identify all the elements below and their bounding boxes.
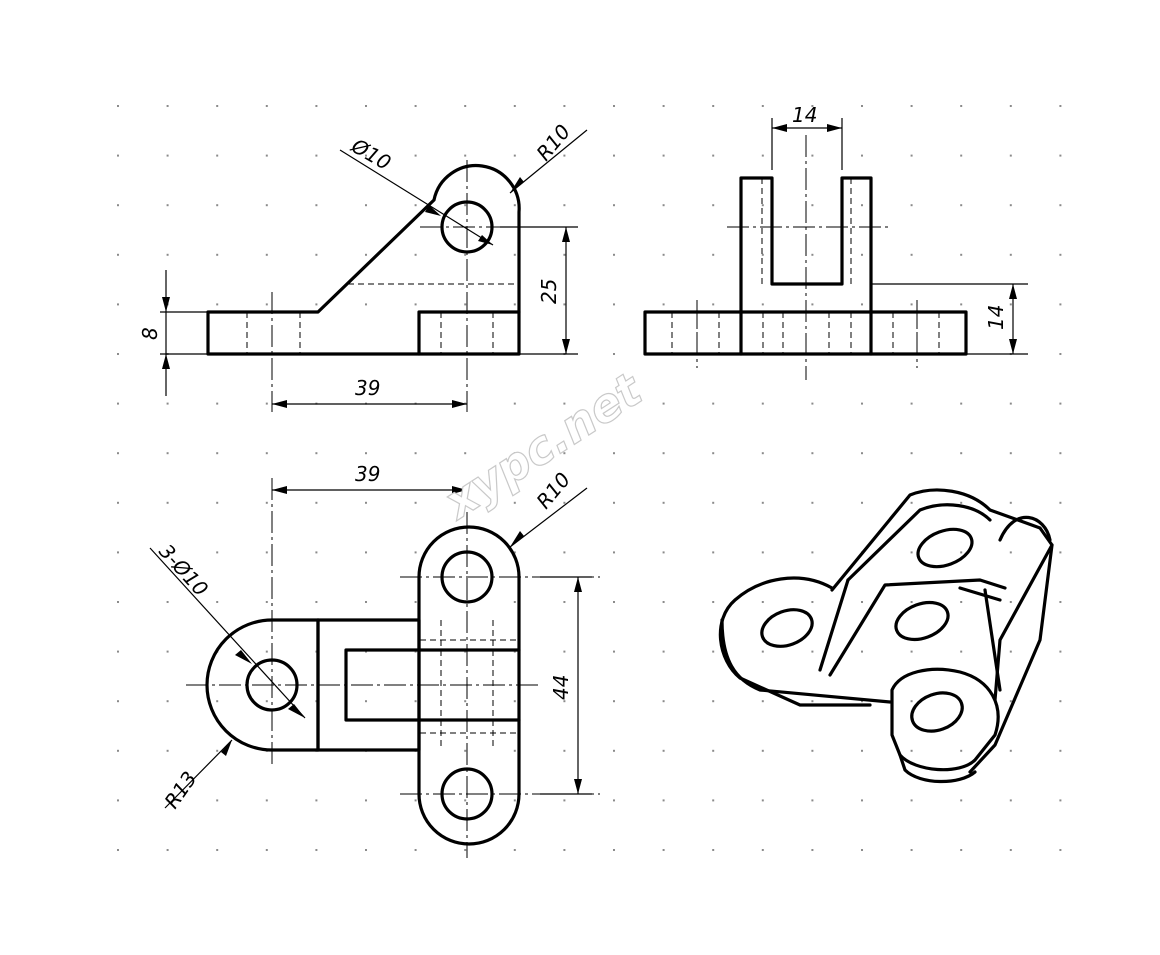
top-view-slot [344, 648, 521, 722]
dim-height-25: 25 [537, 279, 561, 304]
dim-length-39-front: 39 [355, 376, 380, 400]
isometric-view [718, 488, 1054, 784]
iso-hole-lower [910, 691, 964, 733]
dim-slot-width: 14 [792, 103, 817, 127]
front-view-hidden-lines [246, 283, 519, 354]
dim-length-39-top: 39 [355, 462, 380, 486]
iso-hole-upper [916, 527, 974, 569]
dim-spacing-44: 44 [549, 675, 573, 700]
iso-hole-mid [894, 600, 950, 642]
side-view-centerlines [696, 135, 918, 380]
iso-upright [830, 488, 1054, 702]
dim-base-height-side: 14 [984, 305, 1008, 330]
iso-right-lug [890, 667, 1000, 772]
side-view: 14 14 [643, 103, 1028, 380]
background-grid [110, 98, 1070, 868]
iso-hole-left [760, 608, 814, 648]
dim-base-thickness: 8 [138, 327, 162, 340]
front-view-outline [206, 163, 521, 356]
front-view-inner-step [417, 310, 521, 356]
